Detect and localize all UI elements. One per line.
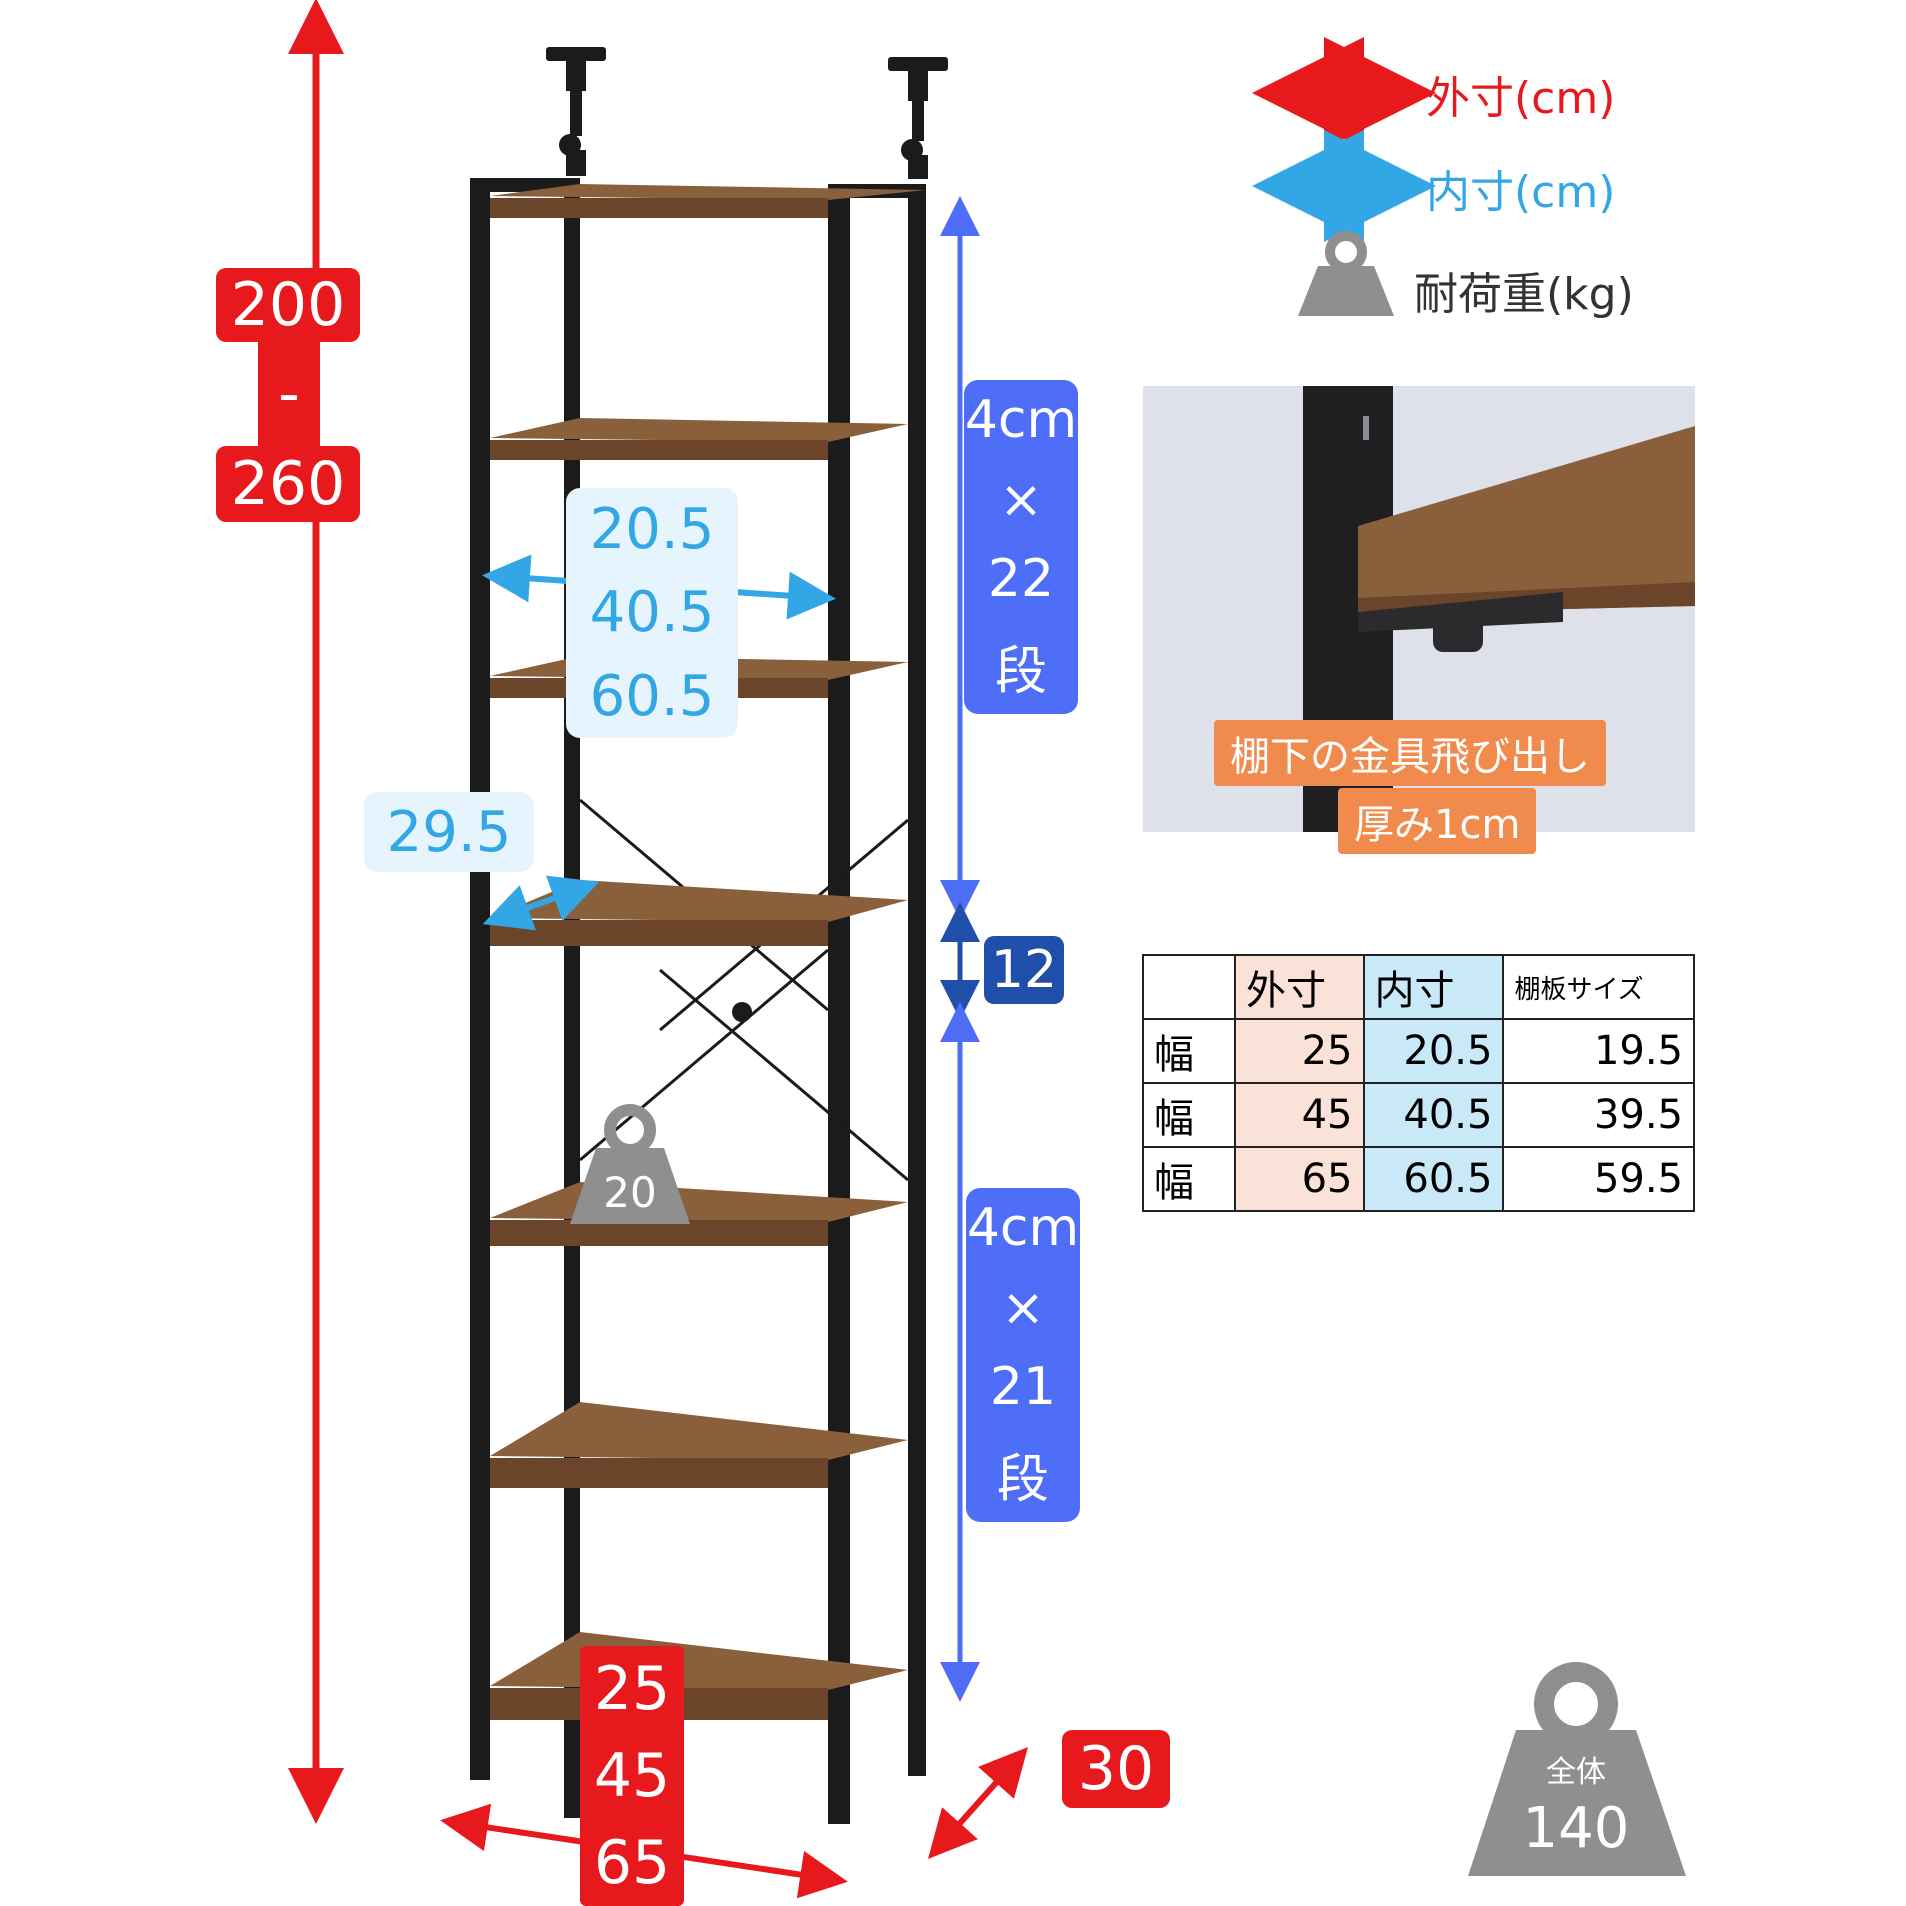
legend-load-label: 耐荷重(kg) [1414, 269, 1634, 320]
lower-pitch-unit: 段 [996, 1450, 1049, 1511]
legend-outer-label: 外寸(cm) [1426, 73, 1616, 124]
table-cell: 幅 [1142, 1018, 1236, 1084]
shelves [490, 184, 926, 1720]
table-cell: 65 [1234, 1146, 1365, 1212]
cross-braces [579, 798, 909, 1182]
table-cell: 60.5 [1362, 1146, 1505, 1212]
table-cell: 45 [1234, 1082, 1365, 1148]
height-sep-badge: - [258, 342, 320, 446]
table-header-cell: 棚板サイズ [1502, 954, 1695, 1020]
total-load-label: 全体 [1546, 1755, 1606, 1790]
size-table: 外寸 内寸 棚板サイズ 幅 25 20.5 19.5 幅 45 40.5 39.… [1142, 954, 1695, 1212]
weight-icon [1298, 231, 1394, 316]
table-header-row: 外寸 内寸 棚板サイズ [1142, 954, 1695, 1020]
table-cell: 59.5 [1502, 1146, 1695, 1212]
total-load-value: 140 [1522, 1795, 1630, 1861]
table-header-cell: 外寸 [1234, 954, 1365, 1020]
outer-width-value: 25 [593, 1654, 671, 1725]
lower-pitch-size: 4cm [966, 1197, 1080, 1258]
table-cell: 19.5 [1502, 1018, 1695, 1084]
table-cell: 幅 [1142, 1082, 1236, 1148]
outer-width-value: 65 [593, 1827, 671, 1898]
shelf-weight-icon [570, 1104, 690, 1224]
total-weight-icon [1468, 1662, 1686, 1876]
inner-width-value: 20.5 [589, 497, 715, 563]
table-cell: 幅 [1142, 1146, 1236, 1212]
lower-pitch-badge: 4cm × 21 段 [966, 1188, 1080, 1522]
table-row: 幅 25 20.5 19.5 [1142, 1018, 1695, 1084]
inner-depth-arrow [482, 875, 600, 931]
inner-width-badge: 20.5 40.5 60.5 [566, 488, 738, 738]
height-min-badge: 200 [216, 268, 360, 342]
table-cell: 40.5 [1362, 1082, 1505, 1148]
legend-inner-label: 内寸(cm) [1426, 167, 1616, 218]
lower-pitch-times: × [1001, 1277, 1045, 1338]
shelf-6 [490, 1402, 908, 1488]
table-header-cell [1142, 954, 1236, 1020]
outer-depth-badge: 30 [1062, 1730, 1170, 1808]
table-cell: 20.5 [1362, 1018, 1505, 1084]
table-cell: 25 [1234, 1018, 1365, 1084]
ceiling-jack-left [546, 47, 606, 176]
table-row: 幅 65 60.5 59.5 [1142, 1146, 1695, 1212]
outer-depth-arrow [928, 1747, 1028, 1859]
shelf-1 [490, 184, 926, 218]
upper-pitch-size: 4cm [964, 389, 1078, 450]
fixed-gap-badge: 12 [984, 936, 1064, 1004]
height-max-badge: 260 [216, 446, 360, 522]
inner-width-value: 40.5 [589, 580, 715, 646]
inner-depth-badge: 29.5 [364, 792, 534, 872]
photo-caption-line1: 棚下の金具飛び出し [1214, 720, 1606, 786]
shelf-load-value: 20 [603, 1167, 657, 1217]
lower-pitch-count: 21 [989, 1357, 1057, 1418]
shelf-2 [490, 418, 908, 460]
table-row: 幅 45 40.5 39.5 [1142, 1082, 1695, 1148]
outer-width-badge: 25 45 65 [580, 1646, 684, 1906]
photo-caption-line2: 厚み1cm [1338, 788, 1537, 854]
upper-pitch-count: 22 [987, 549, 1055, 610]
inner-width-value: 60.5 [589, 663, 715, 729]
table-cell: 39.5 [1502, 1082, 1695, 1148]
upper-pitch-unit: 段 [994, 642, 1047, 703]
outer-width-value: 45 [593, 1740, 671, 1811]
table-header-cell: 内寸 [1362, 954, 1505, 1020]
upper-pitch-badge: 4cm × 22 段 [964, 380, 1078, 714]
upper-pitch-times: × [999, 469, 1043, 530]
ceiling-jack-right [888, 57, 948, 179]
